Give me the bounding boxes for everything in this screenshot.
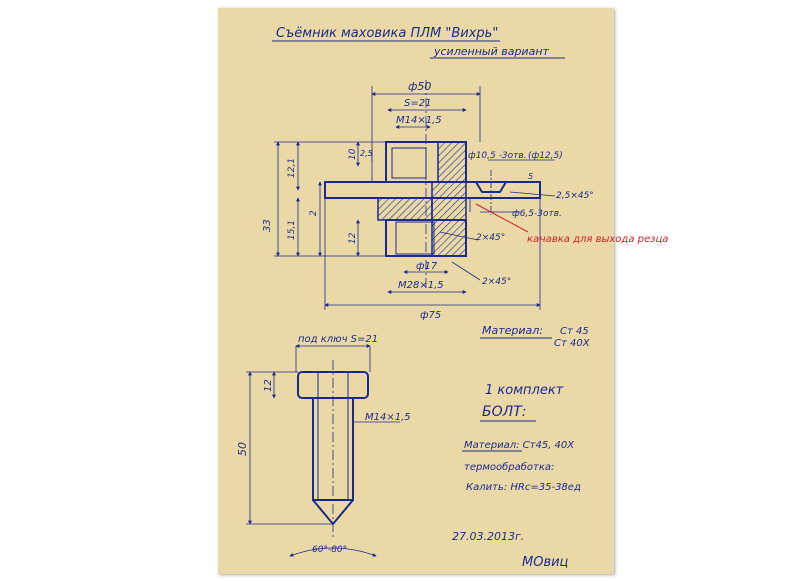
dim-h12-1: 12,1 xyxy=(287,158,297,178)
puller-dimensions xyxy=(274,86,556,310)
dim-h5: 5 xyxy=(528,172,533,181)
bolt-title: БОЛТ: xyxy=(482,404,526,420)
material-line2: Ст 40Х xyxy=(554,338,591,349)
dim-h12: 12 xyxy=(348,232,358,244)
puller-bore xyxy=(395,221,435,255)
bolt-wrench: под ключ S=21 xyxy=(298,334,378,345)
dim-h15-1: 15,1 xyxy=(287,220,297,240)
bolt-angle: 60°-80° xyxy=(312,545,347,555)
drawing-subtitle: усиленный вариант xyxy=(433,45,550,58)
dim-h33: 33 xyxy=(262,219,273,232)
bolt-shank xyxy=(312,397,354,501)
kit-label: 1 комплект xyxy=(485,383,564,398)
bolt-hardness: Калить: HRc=35-38ед xyxy=(466,482,581,493)
puller-thread-top xyxy=(391,147,427,179)
puller-drawing xyxy=(324,80,541,290)
dim-ch25: 2,5×45° xyxy=(556,191,594,201)
puller-hatch-flange xyxy=(377,197,433,221)
dim-h10: 10 xyxy=(348,148,358,160)
groove-note: канавка для выхода резца xyxy=(527,234,668,245)
dim-h2: 2 xyxy=(309,210,319,216)
signature: МОвиц xyxy=(522,555,569,570)
bolt-m14: М14×1,5 xyxy=(365,412,411,423)
bolt-material: Материал: Ст45, 40Х xyxy=(464,440,575,451)
bolt-h50: 50 xyxy=(236,442,249,456)
bolt-drawing xyxy=(246,344,400,557)
dim-d10-5: ф10,5 -3отв. xyxy=(468,151,526,161)
dim-d75: ф75 xyxy=(420,310,441,321)
dim-d12-5: (ф12,5) xyxy=(528,151,563,161)
puller-hatch-top xyxy=(437,141,467,183)
dim-m14: М14×1,5 xyxy=(396,115,442,126)
drawing-date: 27.03.2013г. xyxy=(452,530,524,543)
bolt-heat: термообработка: xyxy=(464,461,554,473)
material-label: Материал: xyxy=(482,324,543,337)
dim-ch2a: 2×45° xyxy=(476,233,505,243)
dim-ch2b: 2×45° xyxy=(482,277,511,287)
dim-m28: М28×1,5 xyxy=(398,280,444,291)
groove-leader xyxy=(475,203,529,233)
dim-d50: ф50 xyxy=(408,80,431,93)
drawing-title: Съёмник маховика ПЛМ "Вихрь" xyxy=(276,26,498,41)
dim-h2-5: 2,5 xyxy=(360,149,373,158)
dim-s21: S=21 xyxy=(404,98,431,109)
material-line1: Ст 45 xyxy=(560,326,589,337)
dim-d17: ф17 xyxy=(416,261,438,272)
bolt-h12: 12 xyxy=(263,379,274,392)
dim-d6-5: ф6,5-3отв. xyxy=(512,209,562,219)
